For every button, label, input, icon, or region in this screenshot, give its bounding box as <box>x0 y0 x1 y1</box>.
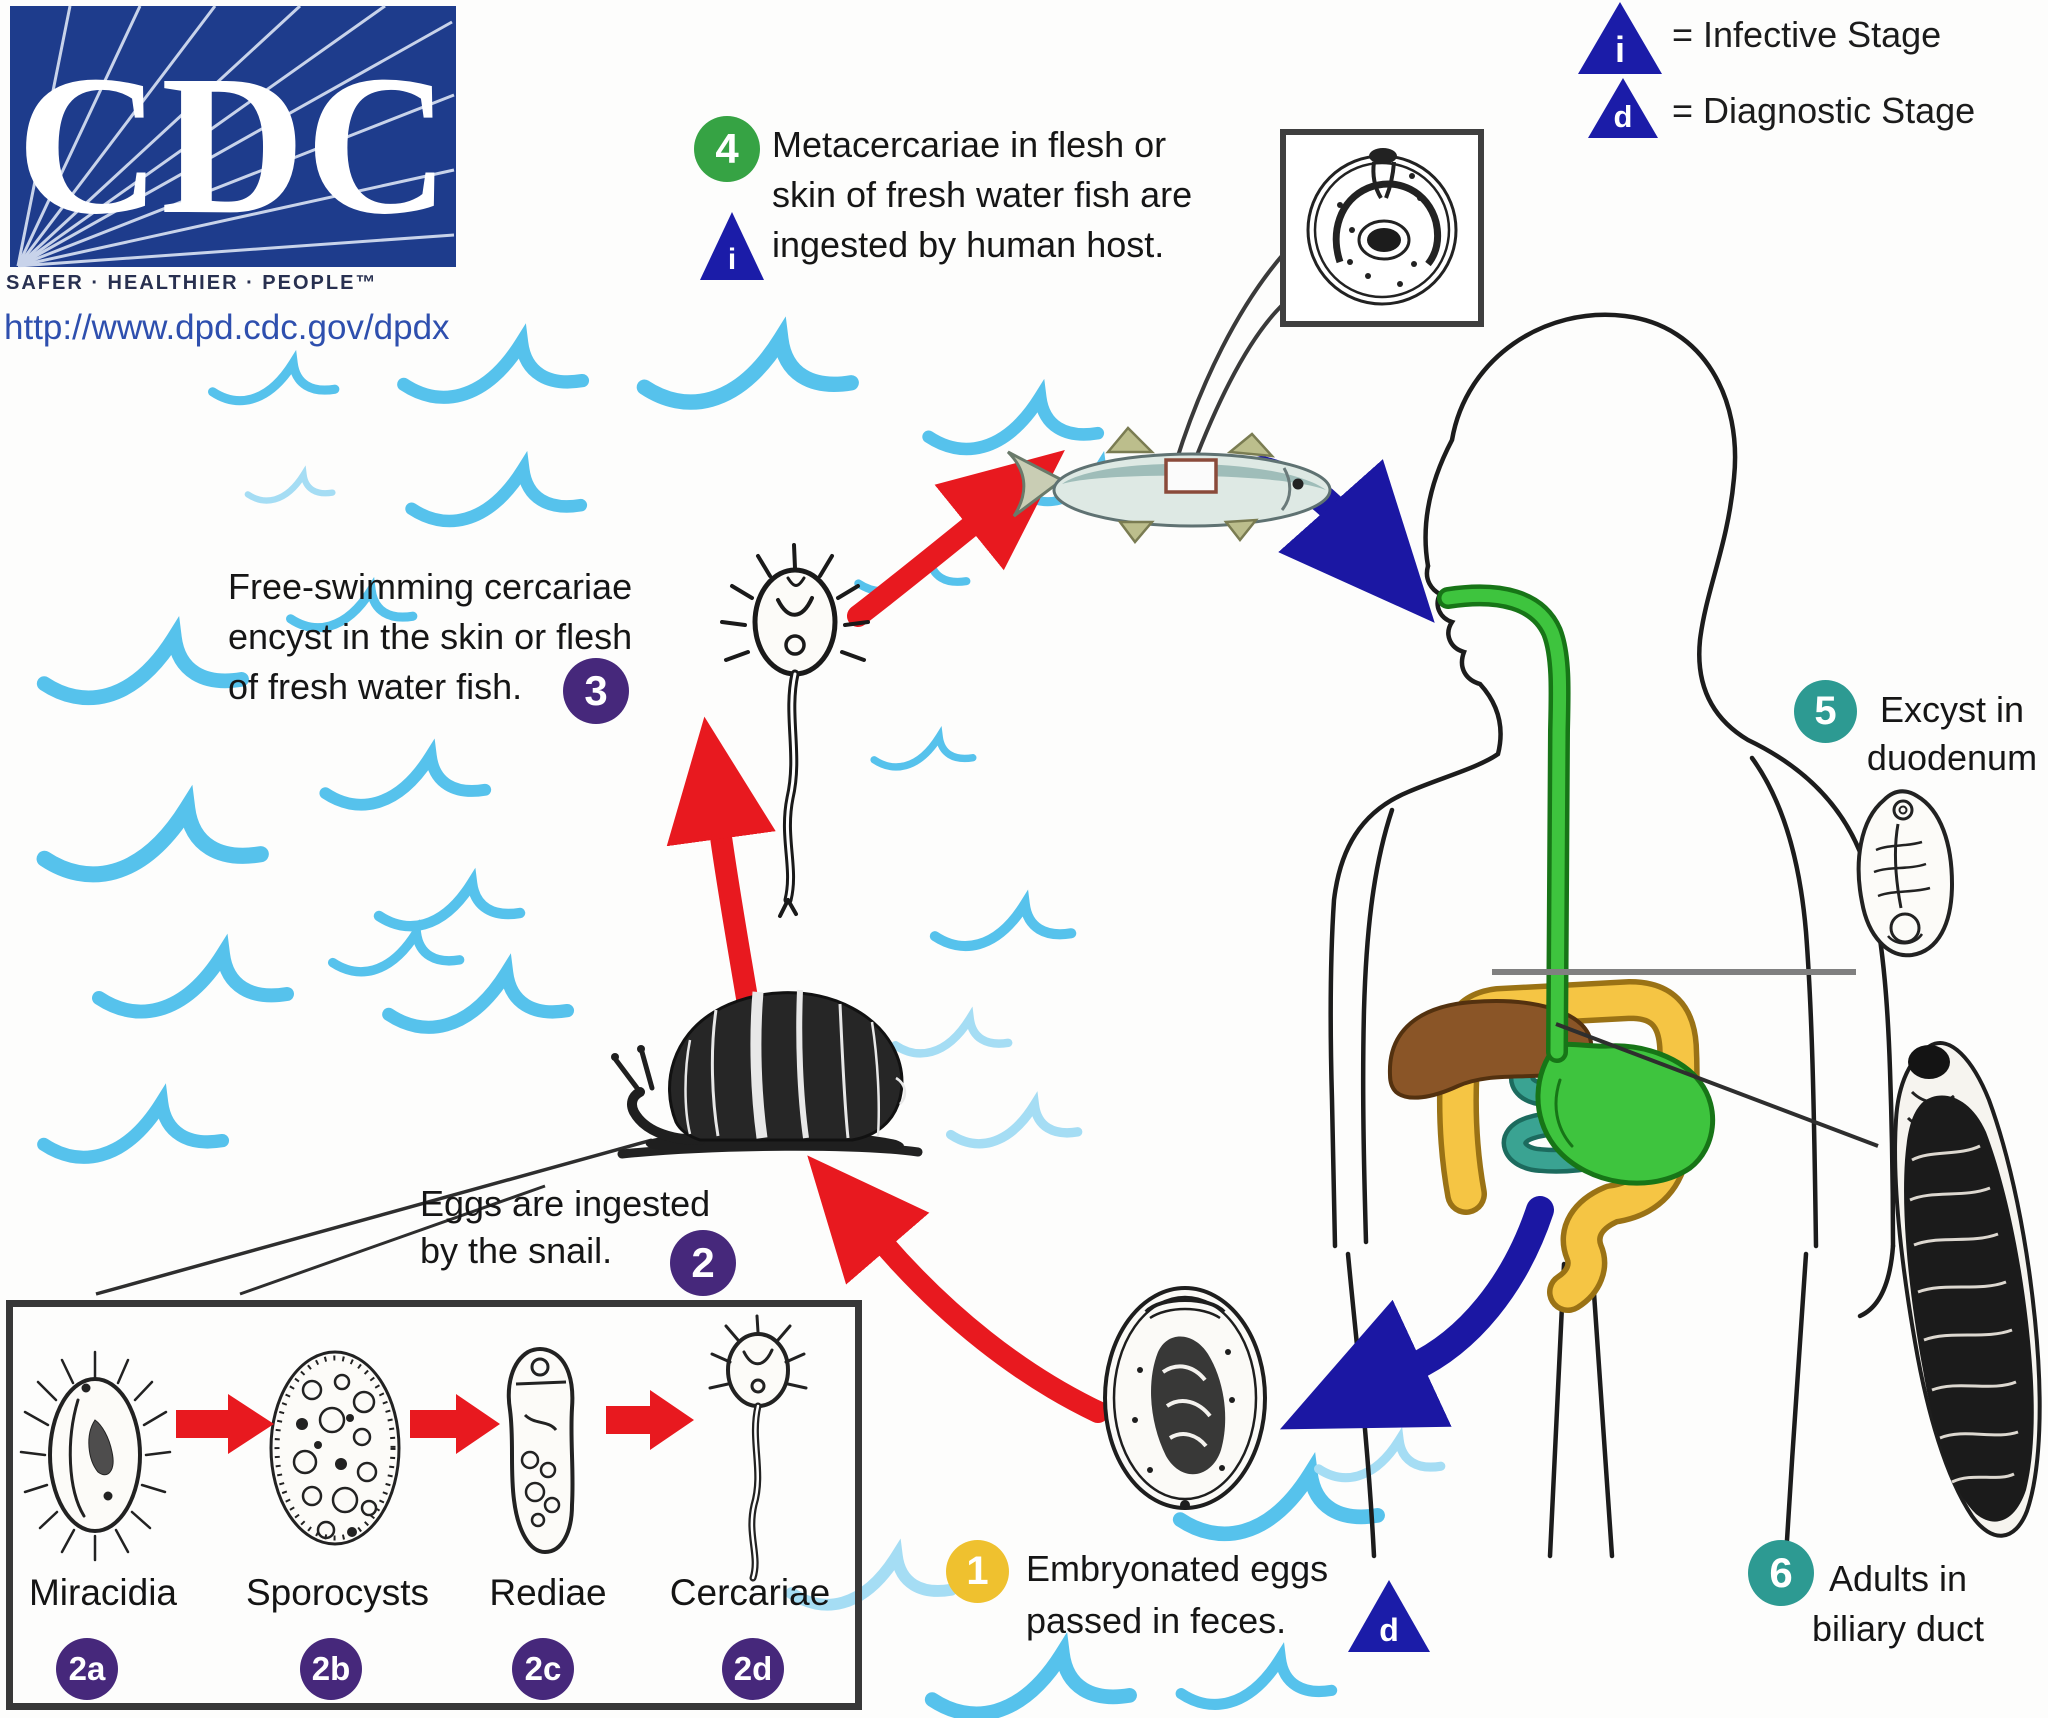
cycle-arrows <box>666 450 1554 1430</box>
step-5-number: 5 <box>1794 680 1857 743</box>
step-5-text: Excyst in duodenum <box>1866 689 2038 778</box>
stage-label-sporocysts: Sporocysts <box>245 1572 429 1613</box>
step-4-number: 4 <box>694 116 760 182</box>
step-3-text: Free-swimming cercariae encyst in the sk… <box>228 566 633 707</box>
arrow-snail-to-cercaria <box>666 716 776 1015</box>
cdc-url: http://www.dpd.cdc.gov/dpdx <box>4 308 450 347</box>
callout-lines <box>95 248 1879 1296</box>
step-2-number: 2 <box>670 1230 736 1296</box>
snail <box>611 989 923 1159</box>
cdc-logo: CDC <box>10 4 456 268</box>
fish-flesh-marker <box>1164 458 1218 494</box>
stage-arrows <box>176 1390 694 1454</box>
miracidium-drawing <box>19 1350 172 1562</box>
cercaria <box>720 543 870 918</box>
stage-label-rediae: Rediae <box>489 1572 607 1613</box>
arrow-cercaria-to-fish <box>847 450 1065 627</box>
stage-badge-2d: 2d <box>722 1638 784 1700</box>
diagnostic-stage-label: = Diagnostic Stage <box>1672 90 1976 131</box>
cdc-tagline: SAFER · HEALTHIER · PEOPLE™ <box>6 272 378 294</box>
snail-stages-box <box>6 1300 862 1710</box>
digestive-organs <box>1387 584 1716 1313</box>
fish <box>1006 426 1332 545</box>
step-4-text: Metacercariae in flesh or skin of fresh … <box>772 124 1193 265</box>
stage-label-cercariae: Cercariae <box>669 1572 831 1613</box>
step-1-number: 1 <box>946 1540 1009 1603</box>
metacercaria-inset <box>1280 129 1484 327</box>
embryonated-egg <box>1103 1286 1267 1510</box>
stage-badge-2a: 2a <box>56 1638 118 1700</box>
sporocyst-drawing <box>269 1350 401 1546</box>
step-6-number: 6 <box>1748 1540 1814 1606</box>
redia-drawing <box>506 1347 575 1555</box>
step-1-text: Embryonated eggs passed in feces. <box>1026 1548 1329 1641</box>
stage-label-miracidia: Miracidia <box>28 1572 178 1613</box>
cdc-logo-text: CDC <box>16 35 449 256</box>
infective-symbol: i <box>1614 29 1625 70</box>
step-3-number: 3 <box>563 658 629 724</box>
arrow-eggs-to-snail <box>807 1155 1109 1423</box>
stage-badge-2c: 2c <box>512 1638 574 1700</box>
infective-stage-label: = Infective Stage <box>1672 14 1942 55</box>
arrow-feces-to-eggs <box>1279 1196 1554 1430</box>
diagnostic-symbol: d <box>1613 99 1633 134</box>
juvenile-fluke <box>1856 789 1955 958</box>
step-2-text: Eggs are ingested by the snail. <box>420 1183 711 1271</box>
stage-badge-2b: 2b <box>300 1638 362 1700</box>
adult-fluke <box>1893 1041 2042 1538</box>
step-6-text: Adults in biliary duct <box>1811 1558 1985 1649</box>
cercaria-small-drawing <box>708 1314 808 1582</box>
